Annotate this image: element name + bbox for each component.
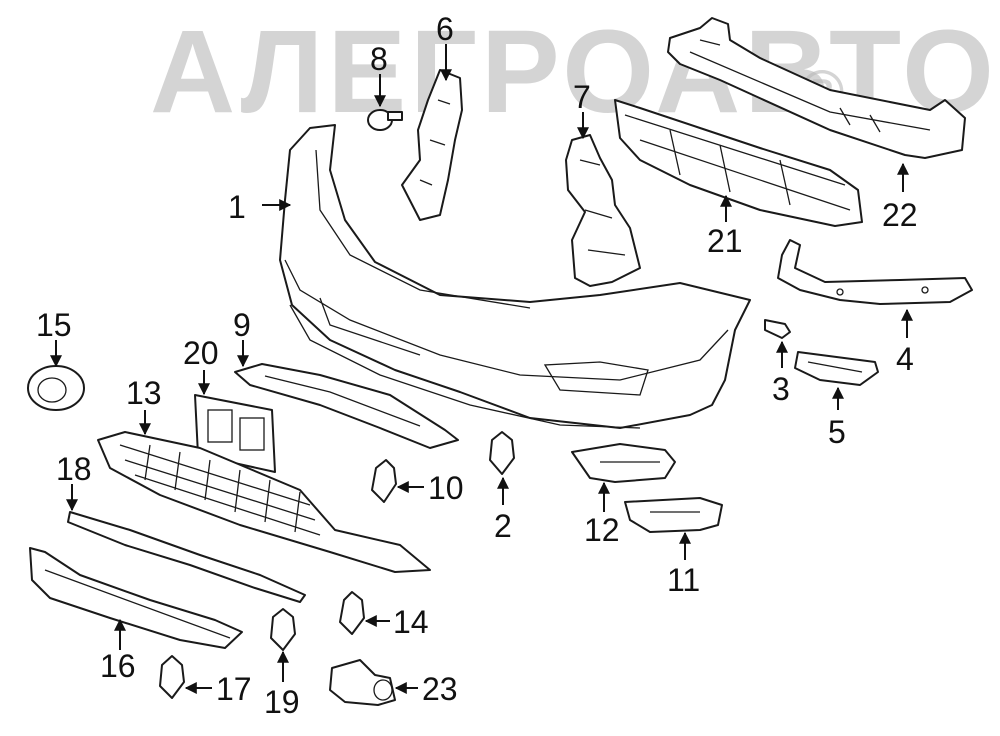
part-15-bezel-ring (27, 365, 85, 411)
callout-4: 4 (896, 341, 914, 377)
callout-5: 5 (828, 414, 846, 450)
part-14-push-clip (339, 591, 365, 635)
part-4-side-bracket (777, 239, 973, 305)
part-1-bumper-cover (279, 124, 751, 429)
callout-18: 18 (56, 451, 92, 487)
callout-16: 16 (100, 648, 136, 684)
callout-22: 22 (882, 197, 918, 233)
part-16-lower-trim (29, 547, 243, 649)
part-7-bumper-bracket (565, 134, 641, 287)
callout-6: 6 (436, 11, 454, 47)
callout-17: 17 (216, 671, 252, 707)
part-23-parking-sensor (329, 659, 396, 706)
part-12-fog-trim (571, 443, 676, 483)
part-17-push-clip (159, 655, 185, 699)
part-21-energy-absorber (614, 99, 863, 227)
callout-7: 7 (573, 79, 591, 115)
callout-12: 12 (584, 512, 620, 548)
callout-15: 15 (36, 307, 72, 343)
callout-3: 3 (772, 371, 790, 407)
part-5-small-bracket (794, 351, 879, 386)
part-8-clip (367, 109, 403, 131)
part-13-lower-grille (97, 431, 431, 573)
part-19-push-clip (270, 608, 296, 651)
callout-2: 2 (494, 508, 512, 544)
part-11-fog-trim (624, 497, 723, 533)
part-3-screw (764, 319, 791, 339)
callout-14: 14 (393, 604, 429, 640)
part-18-molding (67, 511, 306, 603)
callout-1: 1 (228, 189, 246, 225)
callout-20: 20 (183, 335, 219, 371)
part-6-bumper-bracket (401, 69, 463, 221)
callout-21: 21 (707, 223, 743, 259)
callout-8: 8 (370, 41, 388, 77)
part-2-push-clip (489, 431, 515, 475)
part-20-license-bracket (194, 394, 276, 473)
callout-19: 19 (264, 684, 300, 720)
callout-13: 13 (126, 375, 162, 411)
callout-9: 9 (233, 307, 251, 343)
part-10-push-clip (371, 459, 397, 503)
callout-11: 11 (667, 562, 700, 598)
callout-23: 23 (422, 671, 458, 707)
callout-10: 10 (428, 470, 464, 506)
leader-lines (50, 44, 913, 694)
part-22-bumper-reinforcement (667, 17, 966, 159)
part-9-lower-deflector (234, 363, 459, 449)
